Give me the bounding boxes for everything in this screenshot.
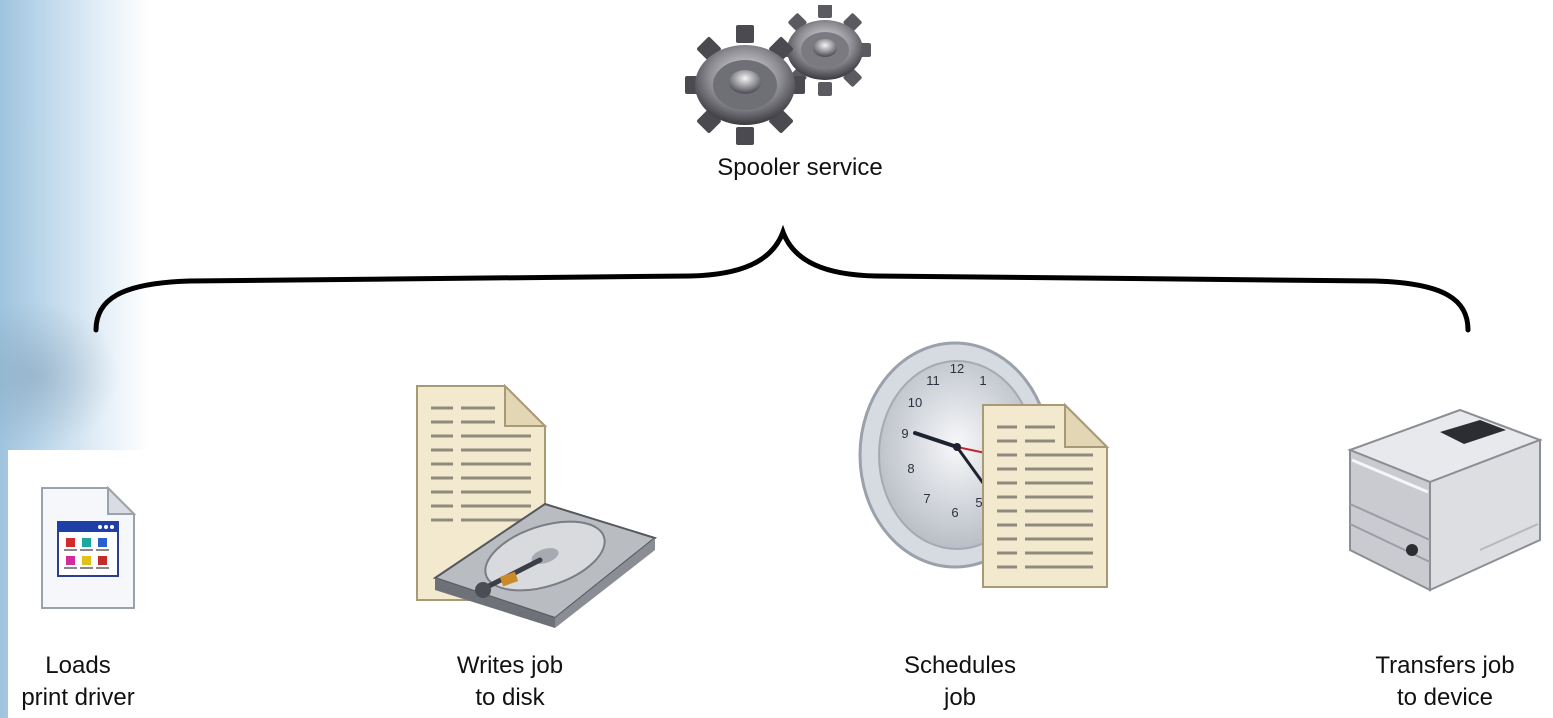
task-label-line: to disk [475,684,545,711]
svg-text:1: 1 [979,373,986,388]
task-label-line: Transfers job [1375,652,1515,679]
task-label-line: print driver [21,684,135,711]
task-label-load-driver: Loads print driver [0,650,168,714]
svg-text:10: 10 [908,395,922,410]
task-label-transfer-device: Transfers job to device [1355,650,1535,714]
svg-text:8: 8 [907,461,914,476]
task-label-write-disk: Writes job to disk [420,650,600,714]
task-label-line: to device [1396,684,1494,711]
printer-icon [1347,408,1543,592]
clock-document-icon: 12 11 1 10 9 8 7 6 5 [858,341,1110,588]
spooler-service-label: Spooler service [717,154,883,181]
driver-file-icon [41,486,137,609]
task-label-schedule-job: Schedules job [870,650,1050,714]
task-label-line: Schedules [903,652,1017,679]
task-label-line: Loads [45,652,111,679]
task-label-line: job [943,684,977,711]
svg-text:12: 12 [950,361,964,376]
svg-text:5: 5 [975,495,982,510]
svg-text:7: 7 [923,491,930,506]
gears-icon [685,5,871,145]
svg-text:11: 11 [926,373,940,388]
document-hard-disk-icon [416,383,658,628]
task-label-line: Writes job [456,652,564,679]
svg-text:6: 6 [951,505,958,520]
svg-text:9: 9 [901,426,908,441]
